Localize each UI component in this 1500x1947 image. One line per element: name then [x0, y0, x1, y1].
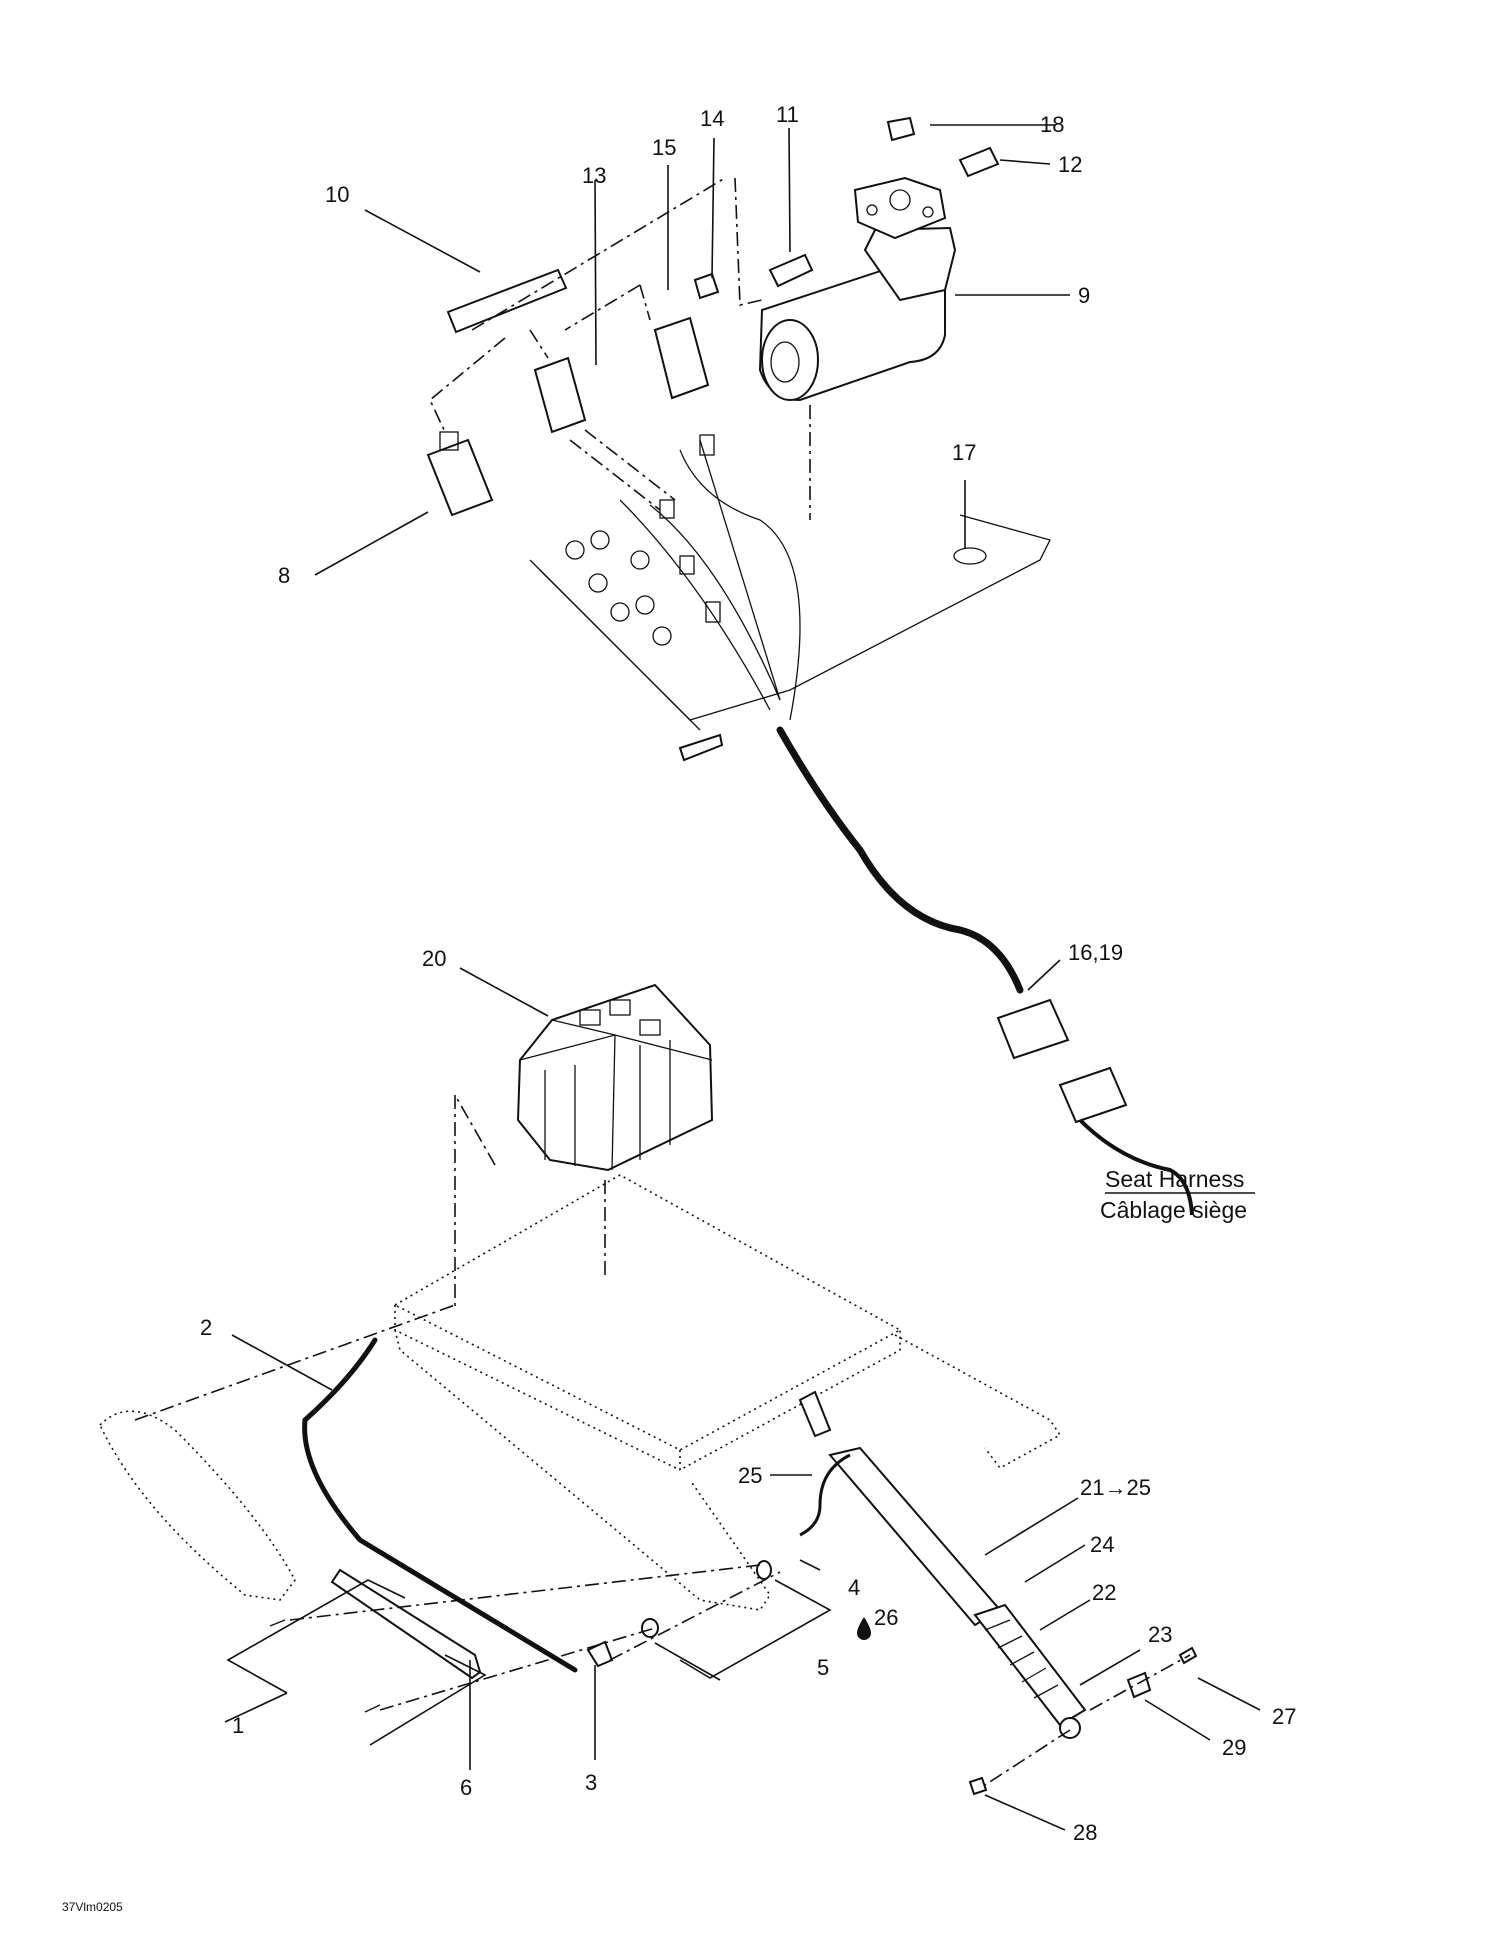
elbow-fitting — [586, 1640, 614, 1668]
callout-9: 9 — [1078, 283, 1090, 308]
callout-18: 18 — [1040, 112, 1064, 137]
callout-6: 6 — [460, 1775, 472, 1800]
callout-20: 20 — [422, 946, 446, 971]
callout-15: 15 — [652, 135, 676, 160]
callout-14: 14 — [700, 106, 724, 131]
figure-code: 37Vlm0205 — [62, 1900, 123, 1914]
callout-8: 8 — [278, 563, 290, 588]
shock-absorber — [798, 1390, 1087, 1739]
leader-lines — [224, 124, 1261, 1831]
compressor-part — [758, 176, 957, 402]
fitting-part-11 — [768, 253, 814, 288]
cap-part-14 — [693, 272, 720, 300]
callout-17: 17 — [952, 440, 976, 465]
lower-assembly — [99, 983, 1198, 1796]
washer-part-5 — [641, 1618, 659, 1638]
callout-24: 24 — [1090, 1532, 1114, 1557]
strip-part — [330, 1568, 482, 1680]
shock-hose — [799, 1453, 851, 1537]
harness-plate — [529, 434, 1051, 731]
callout-22: 22 — [1092, 1580, 1116, 1605]
callout-16-19: 16,19 — [1068, 940, 1123, 965]
harness-label-line2: Câblage siège — [1100, 1197, 1247, 1223]
main-cable — [776, 726, 1024, 994]
callout-2: 2 — [200, 1315, 212, 1340]
fitting-part-12 — [958, 146, 1000, 178]
harness-label: Seat Harness Câblage siège — [1100, 1166, 1255, 1223]
callout-29: 29 — [1222, 1735, 1246, 1760]
callout-1: 1 — [232, 1713, 244, 1738]
cap-part — [886, 116, 916, 142]
callout-11: 11 — [776, 102, 799, 127]
washer-part — [756, 1560, 772, 1580]
switch-part-13 — [533, 356, 587, 434]
callout-10: 10 — [325, 182, 349, 207]
callout-25: 25 — [738, 1463, 762, 1488]
valve-part — [426, 431, 494, 517]
callout-13: 13 — [582, 163, 606, 188]
bolt-part — [678, 733, 724, 762]
nut-part — [968, 1776, 988, 1796]
callout-28: 28 — [1073, 1820, 1097, 1845]
bar-part — [446, 268, 568, 334]
base-plate — [393, 1174, 1062, 1611]
side-cable — [302, 1337, 578, 1673]
harness-label-line1: Seat Harness — [1105, 1166, 1244, 1192]
module-part — [516, 983, 714, 1172]
callout-labels: 1 2 3 4 5 6 8 9 10 11 12 13 14 15 16,19 … — [200, 102, 1296, 1845]
callout-3: 3 — [585, 1770, 597, 1795]
switch-part-15 — [653, 316, 710, 400]
spacer-part — [1126, 1671, 1152, 1699]
callout-4: 4 — [848, 1575, 860, 1600]
callout-23: 23 — [1148, 1622, 1172, 1647]
cushion-outline — [99, 1410, 296, 1601]
connector-part — [996, 998, 1194, 1216]
callout-26: 26 — [874, 1605, 898, 1630]
callout-5: 5 — [817, 1655, 829, 1680]
callout-27: 27 — [1272, 1704, 1296, 1729]
callout-21-25: 21→25 — [1080, 1475, 1151, 1500]
drop-icon — [857, 1617, 871, 1640]
upper-assembly — [426, 116, 1194, 1216]
callout-12: 12 — [1058, 152, 1082, 177]
